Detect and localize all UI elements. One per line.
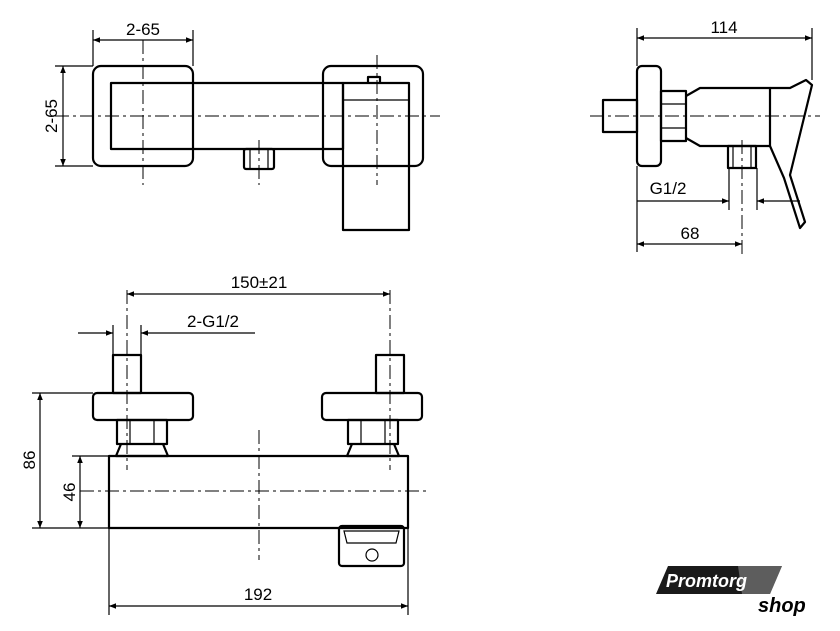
dim-top-height: 2-65 bbox=[42, 99, 61, 133]
side-body bbox=[685, 86, 772, 148]
front-view: 150±21 2-G1/2 86 46 192 bbox=[20, 273, 430, 615]
front-left-escutcheon bbox=[91, 391, 195, 422]
dim-front-width: 192 bbox=[244, 585, 272, 604]
front-lever bbox=[337, 524, 406, 568]
front-right-nut bbox=[346, 418, 400, 446]
dim-front-inlet: 2-G1/2 bbox=[187, 312, 239, 331]
logo-line2: shop bbox=[758, 595, 806, 617]
logo-line1: Promtorg bbox=[666, 571, 747, 591]
dim-front-centers: 150±21 bbox=[231, 273, 288, 292]
dim-side-thread: G1/2 bbox=[650, 179, 687, 198]
dim-front-height-body: 46 bbox=[60, 483, 79, 502]
dim-top-width: 2-65 bbox=[126, 20, 160, 39]
side-handle bbox=[768, 78, 814, 230]
side-view: 114 G1/2 68 bbox=[590, 18, 820, 255]
promtorg-logo: Promtorg shop bbox=[656, 566, 806, 617]
top-lever-handle bbox=[341, 81, 411, 232]
top-view: 2-65 2-65 bbox=[42, 20, 440, 232]
front-right-escutcheon bbox=[320, 391, 424, 422]
dim-side-offset: 68 bbox=[681, 224, 700, 243]
dim-side-total: 114 bbox=[710, 18, 737, 37]
front-left-nut bbox=[115, 418, 169, 446]
dim-front-height-total: 86 bbox=[20, 451, 39, 470]
